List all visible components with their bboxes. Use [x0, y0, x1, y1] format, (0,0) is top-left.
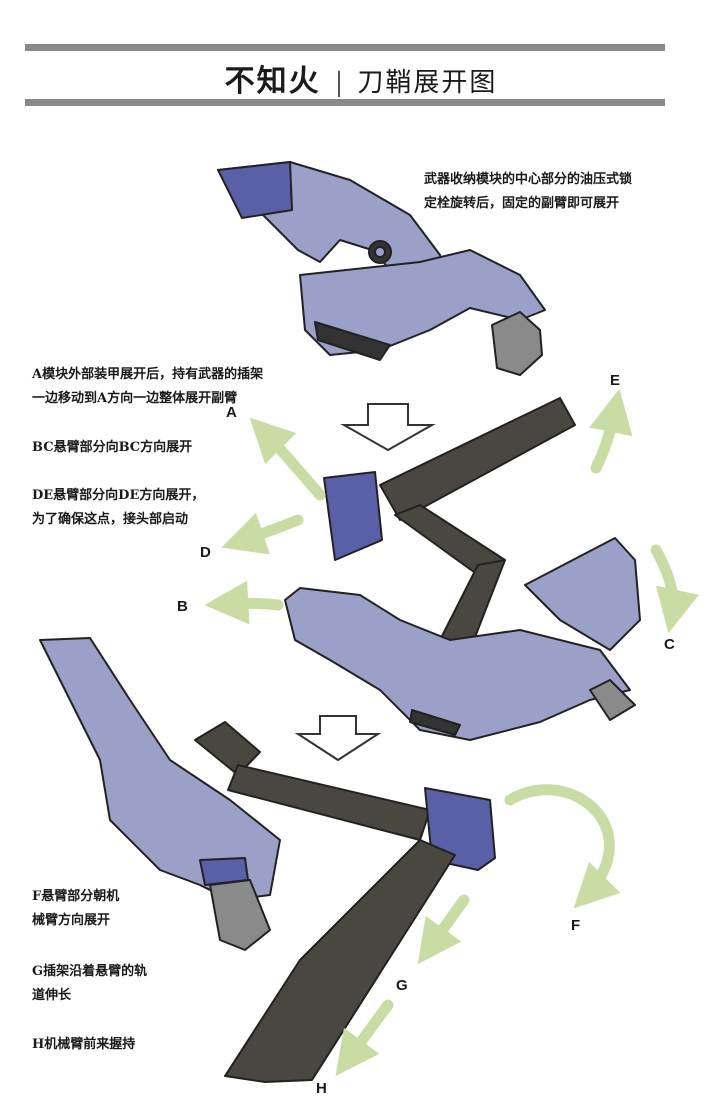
note-h: H机械臂前来握持: [32, 1037, 136, 1052]
stage1-folded-scabbard: [217, 161, 546, 376]
label-c: C: [664, 636, 675, 653]
label-e: E: [610, 372, 621, 389]
page-title: 不知火 | 刀鞘展开图: [0, 56, 722, 100]
note-g: G插架沿着悬臂的轨 道伸长: [32, 964, 148, 1003]
arrow-h: [335, 999, 394, 1077]
label-b: B: [177, 598, 188, 615]
label-d: D: [200, 544, 211, 561]
stage2-mid-deploy: [284, 397, 641, 741]
title-sub: 刀鞘展开图: [357, 68, 498, 98]
arrow-f: [504, 784, 621, 909]
arrow-g: [417, 894, 470, 965]
title-separator: |: [334, 68, 344, 98]
note-bc: BC悬臂部分向BC方向展开: [32, 440, 193, 455]
label-f: F: [571, 917, 581, 934]
label-a: A: [226, 404, 237, 421]
label-h: H: [316, 1080, 327, 1097]
motion-arrows: [204, 388, 699, 1077]
stage-arrow-1: [340, 403, 436, 452]
note-top: 武器收纳模块的中心部分的油压式锁 定栓旋转后，固定的副臂即可展开: [424, 172, 633, 211]
header-rule-top: [25, 44, 665, 51]
note-de: DE悬臂部分向DE方向展开， 为了确保这点，接头部启动: [32, 488, 205, 527]
label-g: G: [396, 977, 408, 994]
arrow-e: [589, 388, 633, 474]
arrow-d: [221, 512, 304, 555]
arrow-c: [650, 544, 699, 634]
note-f: F悬臂部分朝机 械臂方向展开: [32, 889, 120, 928]
header-rule-bottom: [25, 99, 665, 106]
stage-arrow-2: [294, 715, 382, 762]
stage3-full-deploy: [39, 637, 496, 1083]
title-main: 不知火: [224, 64, 321, 99]
note-a: A模块外部装甲展开后，持有武器的插架 一边移动到A方向一边整体展开副臂: [32, 367, 264, 406]
arrow-b: [204, 580, 284, 625]
arrow-a: [249, 417, 326, 501]
